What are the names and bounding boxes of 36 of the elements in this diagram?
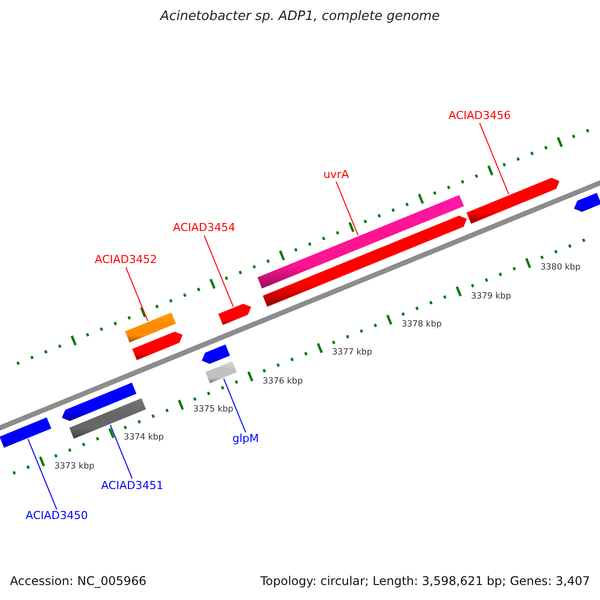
gene-block [202,344,230,364]
leader-line [110,424,133,480]
gene-block [132,332,183,360]
gene-label: uvrA [323,168,349,181]
leader-line [125,266,148,322]
scale-label: 3378 kbp [402,320,442,330]
leader-line [479,122,510,195]
gene-block [125,312,176,342]
gene-block [218,304,252,325]
gene-label: ACIAD3452 [94,254,158,266]
leader-line [204,234,234,308]
gene-block [574,192,600,212]
gene-label: ACIAD3454 [173,222,236,234]
leader-line [28,438,58,510]
gene-label: ACIAD3450 [26,510,88,523]
genome-info-text: Topology: circular; Length: 3,598,621 bp; Genes: 3,407 [260,575,590,588]
gene-block [0,417,52,448]
gene-block [262,216,467,307]
gene-block [258,195,464,288]
scale-label: 3375 kbp [193,405,234,415]
gene-label: ACIAD3451 [101,480,164,492]
leader-line [336,181,359,236]
gene-label: glpM [232,433,259,446]
scale-label: 3373 kbp [54,462,94,472]
gene-label: ACIAD3456 [448,110,511,122]
title: Acinetobacter sp. ADP1, complete genome [160,10,440,24]
scale-label: 3376 kbp [262,376,303,386]
gene-block [466,178,560,224]
scale-label: 3377 kbp [332,348,372,358]
scale-label: 3374 kbp [124,434,164,443]
accession-text: Accession: NC_005966 [10,575,146,588]
scale-label: 3379 kbp [471,292,512,302]
gene-block [62,382,136,421]
scale-label: 3380 kbp [540,264,581,273]
gene-block [205,361,237,384]
gene-block [69,398,146,439]
